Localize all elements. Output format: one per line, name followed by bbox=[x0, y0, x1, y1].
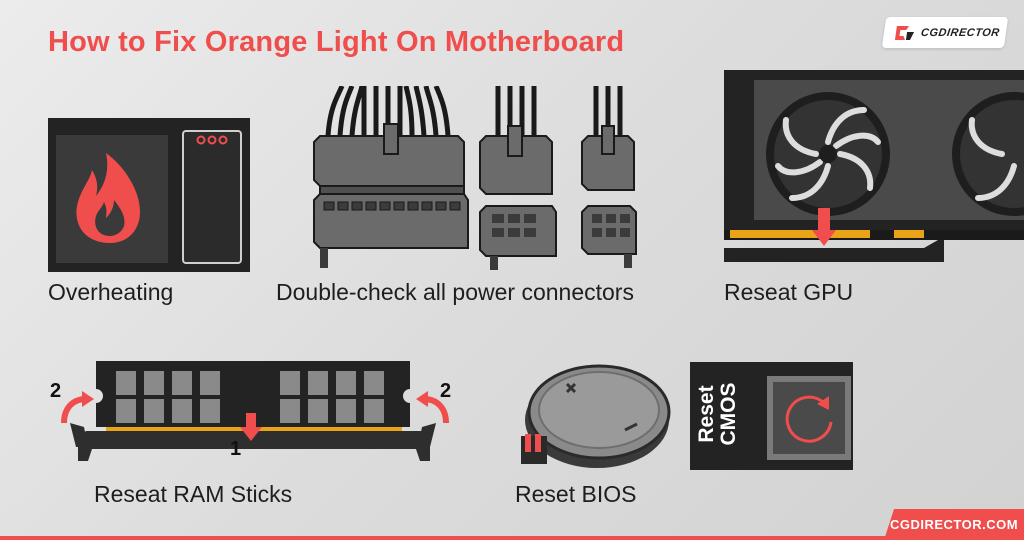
logo: CGDIRECTOR bbox=[881, 17, 1009, 48]
step-2-left: 2 bbox=[50, 380, 61, 402]
step-2-right: 2 bbox=[440, 380, 451, 402]
ram-icon: 2 2 1 bbox=[50, 361, 451, 461]
reset-icon bbox=[785, 395, 833, 443]
cmos-battery-icon bbox=[521, 364, 671, 468]
power-connectors-label: Double-check all power connectors bbox=[276, 279, 634, 305]
gpu-icon bbox=[724, 70, 1024, 262]
reset-cmos-label: Reset CMOS bbox=[695, 382, 740, 446]
footer-brand: CGDIRECTOR.COM bbox=[884, 509, 1024, 540]
flame-icon bbox=[48, 118, 250, 272]
reset-bios-label: Reset BIOS bbox=[515, 481, 637, 507]
power-connector-icon bbox=[313, 86, 637, 270]
reseat-ram-label: Reseat RAM Sticks bbox=[94, 481, 293, 507]
reset-cmos-button: Reset CMOS bbox=[690, 362, 853, 470]
reseat-gpu-label: Reseat GPU bbox=[724, 279, 854, 305]
bottom-accent-bar bbox=[0, 536, 1024, 540]
page-title: How to Fix Orange Light On Motherboard bbox=[48, 26, 625, 58]
logo-text: CGDIRECTOR bbox=[920, 26, 1001, 39]
overheating-label: Overheating bbox=[48, 279, 174, 305]
cmos-button-frame bbox=[767, 376, 851, 460]
step-1: 1 bbox=[230, 438, 241, 460]
logo-icon bbox=[895, 25, 915, 40]
